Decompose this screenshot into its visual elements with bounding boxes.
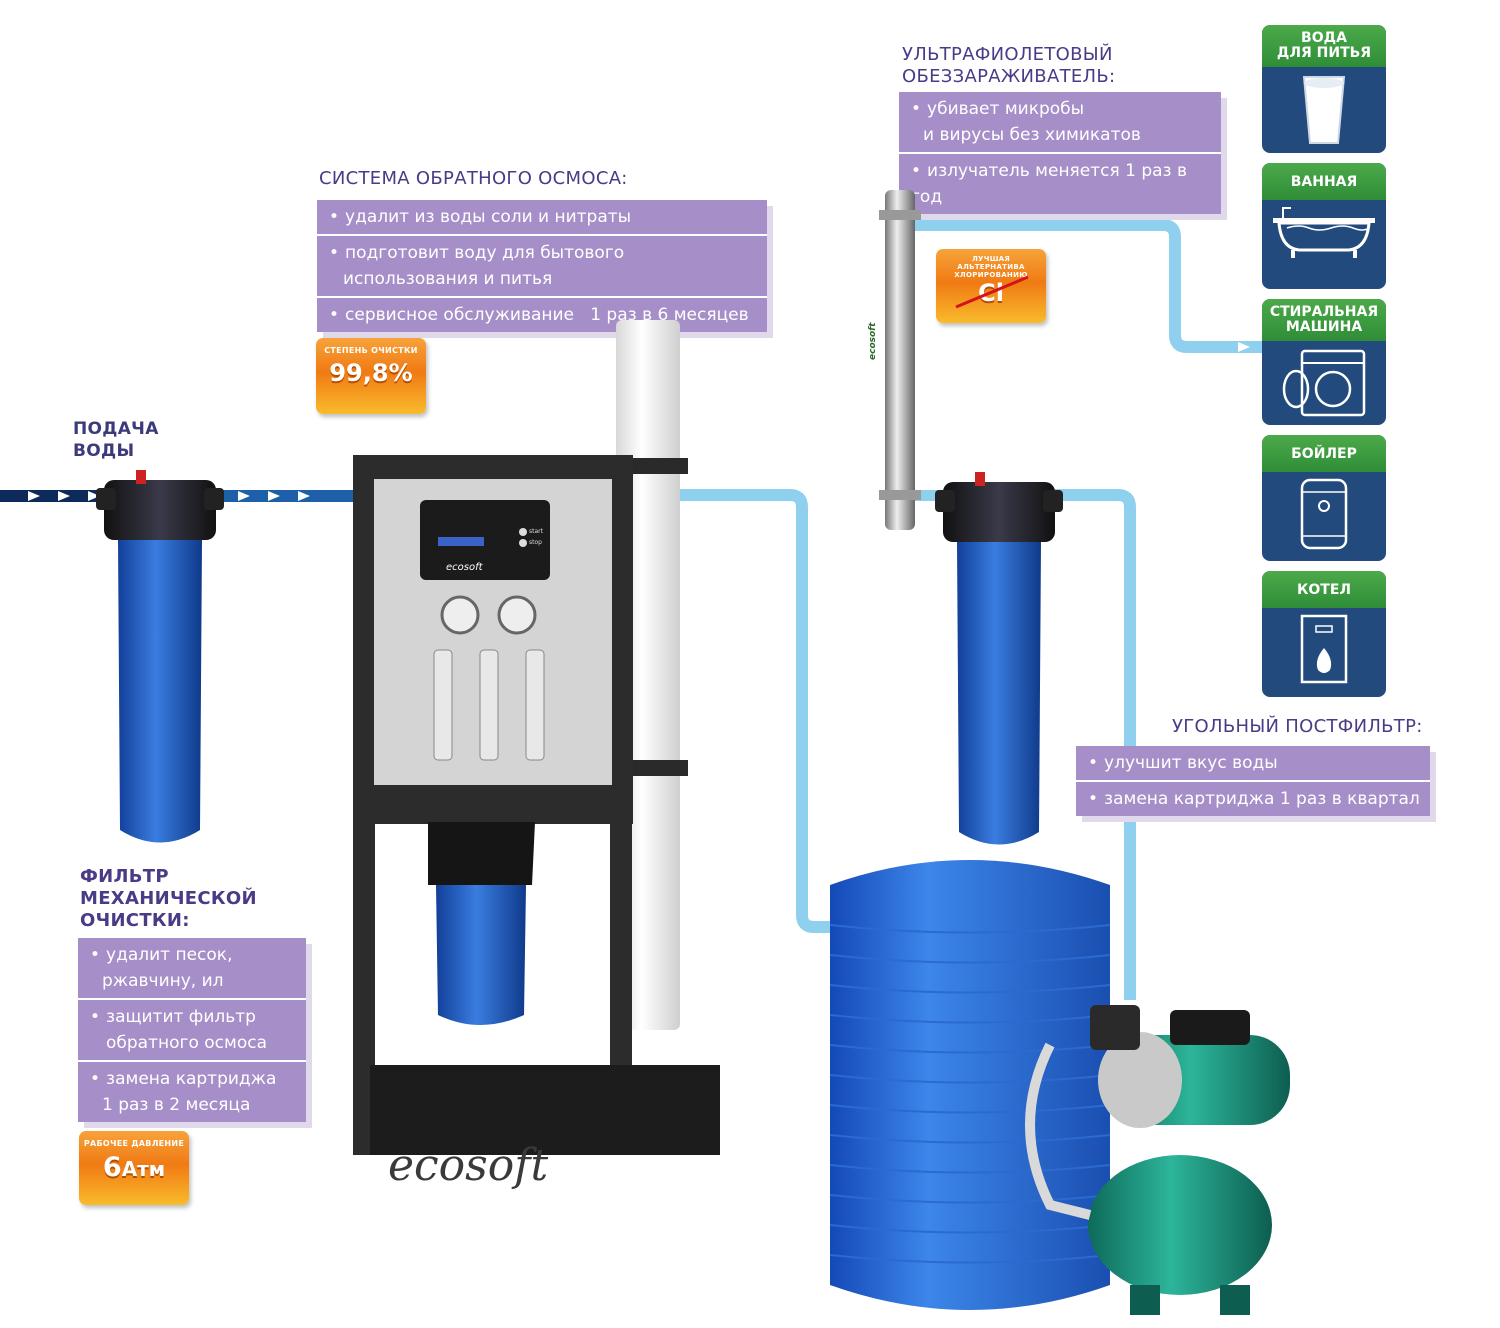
destination-label: ДЛЯ ПИТЬЯ	[1276, 45, 1372, 61]
flow-arrow	[298, 491, 310, 501]
ro-item: •сервисное обслуживание 1 раз в 6 месяце…	[329, 305, 749, 325]
carbon-item: •замена картриджа 1 раз в квартал	[1088, 789, 1420, 809]
destination-gas-boiler: КОТЕЛ	[1262, 571, 1386, 697]
destination-label: СТИРАЛЬНАЯ	[1269, 304, 1379, 320]
pressure-badge: РАБОЧЕЕ ДАВЛЕНИЕ 6Атм	[79, 1131, 189, 1205]
purity-badge: СТЕПЕНЬ ОЧИСТКИ 99,8%	[316, 338, 426, 414]
mech-filter-item: •удалит песок,ржавчину, ил	[78, 938, 306, 1000]
flow-arrow	[238, 491, 250, 501]
flow-arrow	[28, 491, 40, 501]
ro-unit-frame	[353, 455, 720, 1155]
storage-tank	[829, 860, 1111, 1310]
uv-item: •излучатель меняется 1 раз в год	[911, 161, 1188, 207]
supply-label-line1: ПОДАЧА	[73, 419, 159, 439]
uv-title-line2: ОБЕЗЗАРАЖИВАТЕЛЬ:	[902, 66, 1116, 87]
flow-arrow	[88, 491, 100, 501]
pipe-uv-to-house	[915, 219, 1262, 353]
mech-filter-title-line2: МЕХАНИЧЕСКОЙ	[80, 888, 257, 909]
mech-filter-housing	[96, 470, 224, 843]
ro-item: •удалит из воды соли и нитраты	[317, 200, 767, 236]
purity-badge-value: 99,8%	[329, 359, 413, 387]
uv-title: УЛЬТРАФИОЛЕТОВЫЙ ОБЕЗЗАРАЖИВАТЕЛЬ:	[902, 44, 1115, 88]
mech-filter-title-line3: ОЧИСТКИ:	[80, 910, 190, 931]
ro-panel-brand: ecosoft	[446, 562, 483, 573]
destination-label: БОЙЛЕР	[1291, 446, 1357, 462]
carbon-info-box: •улучшит вкус воды •замена картриджа 1 р…	[1076, 746, 1430, 816]
supply-label-line2: ВОДЫ	[73, 441, 135, 461]
ro-start-label: start	[529, 528, 543, 535]
carbon-title: УГОЛЬНЫЙ ПОСТФИЛЬТР:	[1172, 716, 1423, 737]
glass-icon	[1302, 76, 1346, 144]
destination-label: ВОДА	[1301, 30, 1347, 46]
chlorine-badge-line2: АЛЬТЕРНАТИВА	[957, 263, 1025, 271]
mech-filter-title-line1: ФИЛЬТР	[80, 866, 169, 887]
ro-info-box: •удалит из воды соли и нитраты •подготов…	[317, 200, 767, 332]
pipe-pump-to-carbon	[1040, 489, 1136, 1000]
destination-label: МАШИНА	[1285, 319, 1363, 335]
chlorine-badge-line1: ЛУЧШАЯ	[971, 255, 1011, 263]
flow-arrow	[58, 491, 70, 501]
pipe-carbon-to-uv	[910, 490, 955, 501]
uv-lamp	[879, 190, 921, 530]
uv-title-line1: УЛЬТРАФИОЛЕТОВЫЙ	[902, 44, 1113, 65]
purity-badge-caption: СТЕПЕНЬ ОЧИСТКИ	[324, 346, 418, 355]
pipe-ro-to-tank	[680, 489, 830, 933]
pressure-pump	[1025, 1005, 1290, 1315]
pressure-badge-value: 6	[102, 1152, 122, 1183]
carbon-filter-housing	[935, 472, 1063, 845]
strike-line	[955, 275, 1029, 309]
destination-boiler: БОЙЛЕР	[1262, 435, 1386, 561]
mech-filter-title: ФИЛЬТР МЕХАНИЧЕСКОЙ ОЧИСТКИ:	[80, 866, 257, 932]
ro-stop-label: stop	[529, 539, 542, 546]
flow-arrow	[1238, 342, 1250, 352]
flow-arrow	[268, 491, 280, 501]
carbon-item: •улучшит вкус воды	[1076, 746, 1430, 782]
chlorine-badge-line3: ХЛОРИРОВАНИЮ	[954, 271, 1028, 279]
washing-machine-icon	[1282, 349, 1366, 417]
ro-base-brand: ecosoft	[388, 1140, 549, 1191]
mech-filter-info-box: •удалит песок,ржавчину, ил •защитит филь…	[78, 938, 306, 1122]
boiler-icon	[1300, 478, 1348, 550]
bathtub-icon	[1273, 207, 1375, 258]
ro-title: СИСТЕМА ОБРАТНОГО ОСМОСА:	[319, 168, 628, 189]
destination-label: КОТЕЛ	[1296, 582, 1352, 598]
destination-label: ВАННАЯ	[1290, 174, 1358, 190]
uv-brand: ecosoft	[868, 322, 878, 360]
destination-bathroom: ВАННАЯ	[1262, 163, 1386, 289]
pipe-mech-to-ro	[210, 490, 355, 502]
pressure-badge-unit: Атм	[121, 1157, 166, 1181]
pressure-badge-caption: РАБОЧЕЕ ДАВЛЕНИЕ	[83, 1139, 185, 1148]
supply-label: ПОДАЧА ВОДЫ	[73, 418, 159, 462]
chlorine-badge: ЛУЧШАЯ АЛЬТЕРНАТИВА ХЛОРИРОВАНИЮ Cl	[936, 249, 1046, 323]
gas-boiler-icon	[1300, 614, 1348, 684]
